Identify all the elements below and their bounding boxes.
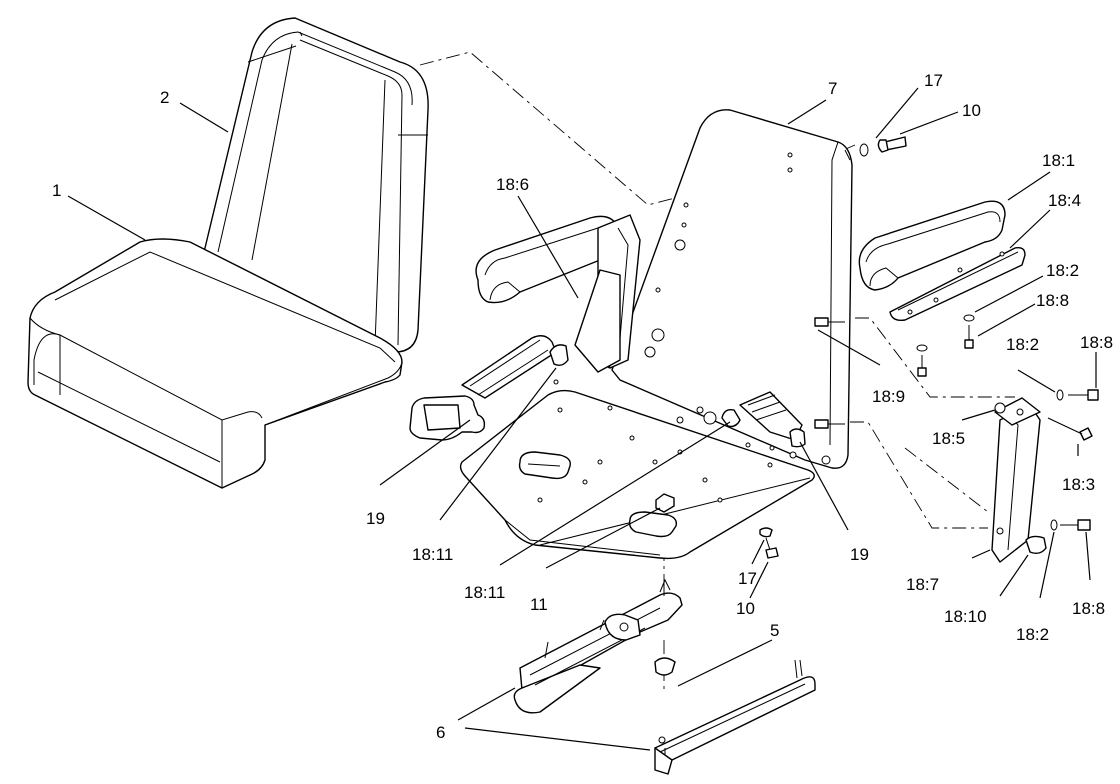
callout-18-6: 18:6 <box>496 175 529 194</box>
callout-18-2-mid: 18:2 <box>1006 335 1039 354</box>
seat-cushion <box>27 238 403 489</box>
callout-10-bottom: 10 <box>736 599 755 618</box>
callout-18-2-lower: 18:2 <box>1016 625 1049 644</box>
callout-17-bottom: 17 <box>738 569 757 588</box>
callout-18-5: 18:5 <box>932 429 965 448</box>
seat-belt-right <box>721 391 806 448</box>
callout-10-top: 10 <box>962 101 981 120</box>
callout-labels: 1 2 7 17 10 18:1 18:4 18:6 18:2 18:8 18:… <box>52 71 1113 742</box>
callout-7: 7 <box>828 79 837 98</box>
hardware-fasteners <box>654 136 1099 676</box>
seat-belt-left <box>409 335 569 441</box>
callout-leader-lines <box>67 87 1097 751</box>
right-armrest <box>858 200 1026 322</box>
callout-6: 6 <box>436 723 445 742</box>
armrest-bracket <box>991 397 1047 563</box>
seat-rail-left <box>513 578 683 714</box>
callout-17-top: 17 <box>924 71 943 90</box>
callout-18-8-upper: 18:8 <box>1036 291 1069 310</box>
callout-18-8-mid: 18:8 <box>1080 333 1113 352</box>
callout-18-3: 18:3 <box>1062 475 1095 494</box>
callout-2: 2 <box>160 88 169 107</box>
backrest-cushion <box>202 17 429 353</box>
callout-18-8-lower: 18:8 <box>1072 599 1105 618</box>
callout-18-7: 18:7 <box>906 575 939 594</box>
callout-18-11-center: 18:11 <box>464 583 505 602</box>
callout-19-right: 19 <box>850 545 869 564</box>
callout-18-10: 18:10 <box>944 607 987 626</box>
callout-18-4: 18:4 <box>1048 191 1081 210</box>
callout-18-1: 18:1 <box>1042 151 1075 170</box>
left-armrest <box>475 214 641 373</box>
callout-18-11-left: 18:11 <box>412 545 453 564</box>
callout-5: 5 <box>770 621 779 640</box>
callout-18-9: 18:9 <box>872 387 905 406</box>
seat-frame <box>459 109 853 560</box>
seat-rail-right <box>654 659 816 775</box>
callout-19-left: 19 <box>366 509 385 528</box>
callout-11: 11 <box>530 595 548 614</box>
callout-18-2-upper: 18:2 <box>1046 261 1079 280</box>
callout-1: 1 <box>52 181 61 200</box>
